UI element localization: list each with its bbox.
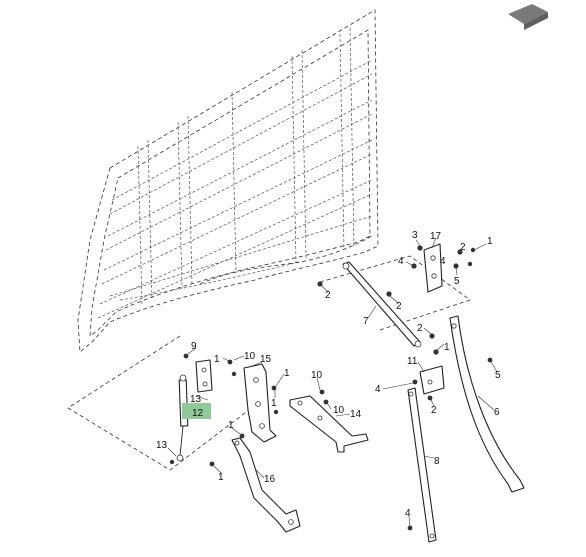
callout-10[interactable]: 10 [311, 370, 323, 381]
callout-12[interactable]: 12 [192, 408, 204, 419]
callout-4[interactable]: 4 [405, 508, 411, 519]
callout-labels: 1 2 3 4 4 5 17 2 2 7 2 1 11 5 4 2 6 8 4 … [156, 230, 501, 519]
callout-2[interactable]: 2 [417, 323, 423, 334]
callout-13[interactable]: 13 [190, 394, 202, 405]
callout-1[interactable]: 1 [218, 472, 224, 483]
plate-part-9 [195, 359, 213, 393]
callout-leaders [167, 237, 498, 527]
callout-1[interactable]: 1 [284, 368, 290, 379]
callout-9[interactable]: 9 [191, 341, 197, 352]
callout-1[interactable]: 1 [228, 420, 234, 431]
callout-2[interactable]: 2 [431, 405, 437, 416]
callout-highlight [182, 403, 211, 419]
callout-8[interactable]: 8 [434, 456, 440, 467]
assembly-leader-left [67, 335, 263, 471]
callout-5[interactable]: 5 [495, 370, 501, 381]
bracket-part-15 [243, 363, 277, 443]
callout-1[interactable]: 1 [487, 236, 493, 247]
next-page-arrow-icon[interactable] [508, 4, 548, 30]
callout-1[interactable]: 1 [271, 398, 277, 409]
strut-part-6 [449, 315, 525, 493]
callout-5[interactable]: 5 [454, 276, 460, 287]
hardware-fasteners [169, 245, 493, 531]
callout-7[interactable]: 7 [363, 316, 369, 327]
callout-14[interactable]: 14 [350, 409, 362, 420]
bracket-part-14 [289, 395, 369, 453]
callout-2[interactable]: 2 [396, 301, 402, 312]
callout-1[interactable]: 1 [444, 342, 450, 353]
callout-10[interactable]: 10 [244, 351, 256, 362]
bracket-part-17 [423, 243, 443, 293]
callout-15[interactable]: 15 [260, 354, 272, 365]
cab-rear-wall-phantom [77, 9, 379, 353]
callout-2[interactable]: 2 [325, 290, 331, 301]
callout-4[interactable]: 4 [398, 256, 404, 267]
arm-part-16 [231, 437, 301, 533]
callout-1[interactable]: 1 [214, 354, 220, 365]
callout-13[interactable]: 13 [156, 440, 168, 451]
bracket-part-11 [419, 365, 445, 395]
callout-4[interactable]: 4 [440, 256, 446, 267]
callout-11[interactable]: 11 [407, 356, 418, 367]
callout-6[interactable]: 6 [494, 407, 500, 418]
callout-4[interactable]: 4 [375, 384, 381, 395]
callout-3[interactable]: 3 [412, 230, 418, 241]
callout-16[interactable]: 16 [264, 474, 276, 485]
rod-part-7 [342, 261, 422, 348]
callout-10[interactable]: 10 [333, 405, 345, 416]
rod-part-8 [407, 387, 437, 543]
callout-17[interactable]: 17 [430, 231, 442, 242]
callout-2[interactable]: 2 [460, 242, 466, 253]
